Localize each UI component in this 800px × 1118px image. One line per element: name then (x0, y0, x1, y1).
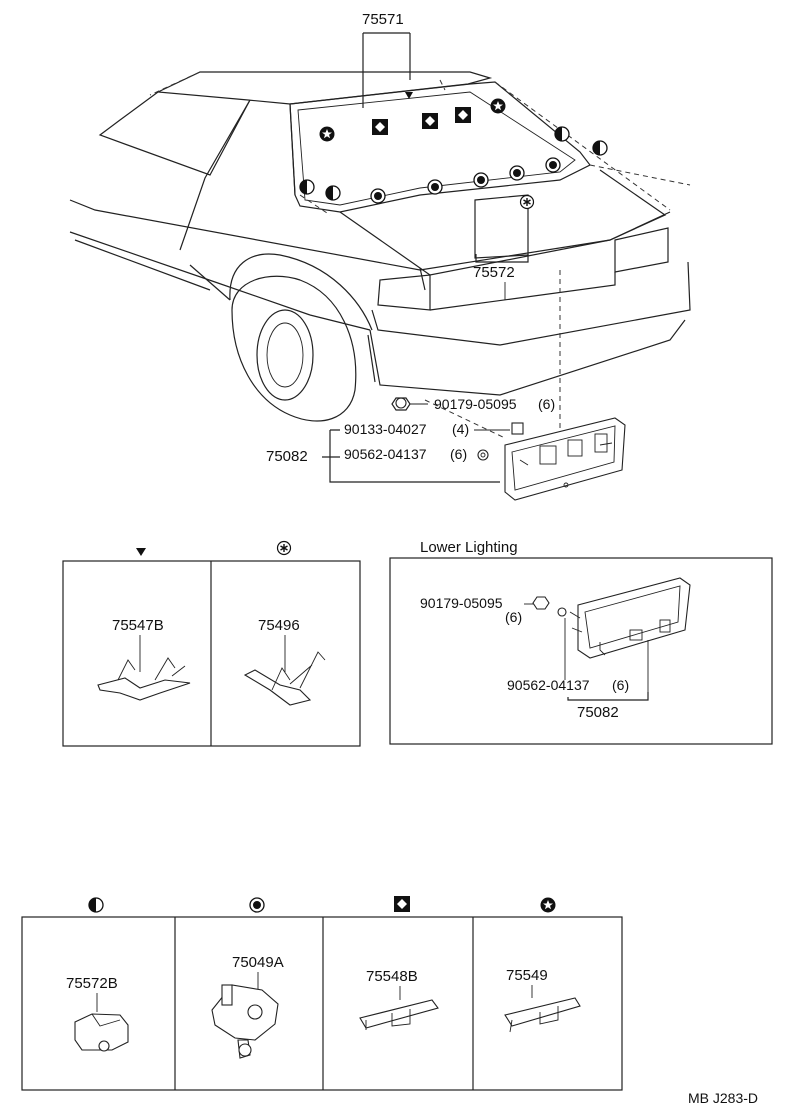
label-75572: 75572 (473, 264, 515, 281)
half-circle-icon (592, 140, 608, 156)
label-75082: 75082 (266, 448, 308, 465)
label-75496: 75496 (258, 617, 300, 634)
label-75571: 75571 (362, 11, 404, 28)
square-diamond-icon (455, 107, 471, 123)
square-diamond-icon (372, 119, 388, 135)
triangle-icon (136, 548, 146, 556)
lower-lighting-title: Lower Lighting (420, 539, 518, 556)
label-75049A: 75049A (232, 954, 284, 971)
label-nut-qty: (6) (450, 446, 467, 462)
bullseye-icon (427, 179, 443, 195)
label-75572B: 75572B (66, 975, 118, 992)
bullseye-icon (545, 157, 561, 173)
square-diamond-icon (422, 113, 438, 129)
label-75549: 75549 (506, 967, 548, 984)
label-ll-75082: 75082 (577, 704, 619, 721)
triangle-icon (405, 92, 413, 99)
star-circle-icon (490, 98, 506, 114)
bullseye-icon (473, 172, 489, 188)
half-circle-icon (554, 126, 570, 142)
lower-lighting-box: Lower Lighting 90179-05095 (6) 90562-041… (389, 539, 773, 745)
label-screw-qty: (4) (452, 421, 469, 437)
label-ll-nut: 90562-04137 (507, 677, 590, 693)
clip-box-group-1: 75547B 75496 (62, 540, 361, 747)
half-circle-icon (88, 897, 104, 913)
label-ll-bolt: 90179-05095 (420, 595, 503, 611)
fastener-callouts: 90179-05095 (6) 90133-04027 (4) 75082 90… (266, 396, 555, 483)
bullseye-icon (370, 188, 386, 204)
asterisk-circle-icon (276, 540, 292, 556)
asterisk-circle-icon (519, 194, 535, 210)
label-ll-bolt-qty: (6) (505, 609, 522, 625)
label-bolt-qty: (6) (538, 396, 555, 412)
car-illustration (69, 71, 691, 439)
star-circle-icon (540, 897, 556, 913)
label-screw-90133: 90133-04027 (344, 421, 427, 437)
label-75548B: 75548B (366, 968, 418, 985)
half-circle-icon (299, 179, 315, 195)
callout-75571: 75571 (362, 11, 411, 108)
car-clip-markers (299, 92, 608, 210)
plate-bracket-top (504, 417, 626, 501)
square-diamond-icon (394, 896, 410, 912)
half-circle-icon (325, 185, 341, 201)
label-75547B: 75547B (112, 617, 164, 634)
star-circle-icon (319, 126, 335, 142)
callout-75572: 75572 (473, 254, 529, 300)
clip-box-group-2: 75572B 75049A 75548B 75549 (21, 896, 623, 1091)
label-nut-90562: 90562-04137 (344, 446, 427, 462)
bullseye-icon (249, 897, 265, 913)
label-ll-nut-qty: (6) (612, 677, 629, 693)
footer-code: MB J283-D (688, 1090, 758, 1106)
label-bolt-90179: 90179-05095 (434, 396, 517, 412)
bullseye-icon (509, 165, 525, 181)
